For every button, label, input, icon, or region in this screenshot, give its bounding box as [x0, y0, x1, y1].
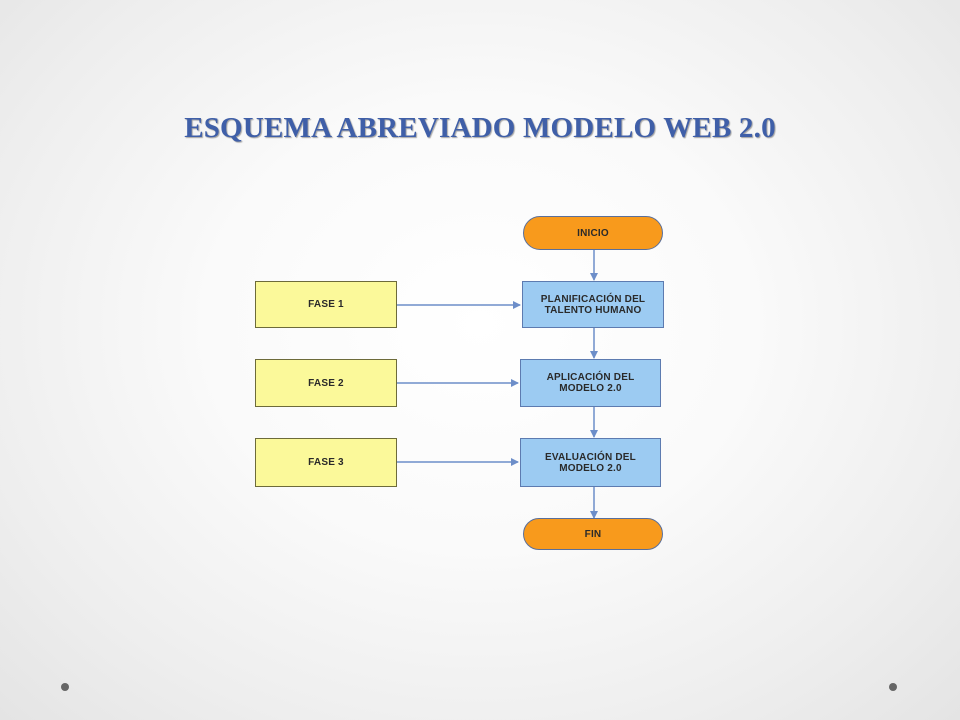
phase-box-2: FASE 2 — [255, 359, 397, 407]
process-label-planificacion: PLANIFICACIÓN DEL TALENTO HUMANO — [540, 293, 646, 316]
start-terminal: INICIO — [523, 216, 663, 250]
phase-label-1: FASE 1 — [308, 299, 344, 310]
process-box-aplicacion: APLICACIÓN DEL MODELO 2.0 — [520, 359, 661, 407]
end-terminal: FIN — [523, 518, 663, 550]
bullet-dot-left — [61, 683, 69, 691]
phase-label-2: FASE 2 — [308, 377, 344, 389]
bullet-dot-right — [889, 683, 897, 691]
process-label-evaluacion: EVALUACIÓN DEL MODELO 2.0 — [545, 451, 636, 474]
process-box-planificacion: PLANIFICACIÓN DEL TALENTO HUMANO — [522, 281, 664, 328]
start-label: INICIO — [577, 227, 609, 239]
phase-box-1: FASE 1 — [255, 281, 397, 328]
phase-box-3: FASE 3 — [255, 438, 397, 487]
slide-title: ESQUEMA ABREVIADO MODELO WEB 2.0 — [184, 112, 776, 144]
process-box-evaluacion: EVALUACIÓN DEL MODELO 2.0 — [520, 438, 661, 487]
phase-label-3: FASE 3 — [308, 457, 344, 468]
process-label-aplicacion: APLICACIÓN DEL MODELO 2.0 — [546, 372, 635, 394]
end-label: FIN — [584, 528, 602, 540]
